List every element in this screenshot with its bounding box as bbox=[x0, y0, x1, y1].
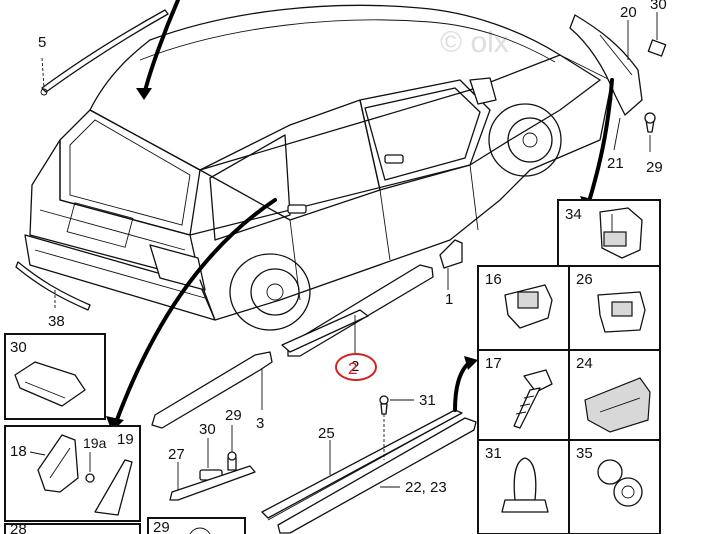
callout-3: 3 bbox=[256, 415, 264, 432]
callout-2: 2 bbox=[351, 358, 359, 375]
arrowhead-icon bbox=[464, 356, 478, 370]
panel-26 bbox=[568, 265, 661, 351]
callout-20: 20 bbox=[620, 4, 637, 21]
callout-arrow-fender bbox=[586, 78, 614, 207]
callout-25: 25 bbox=[318, 425, 335, 442]
panel-30 bbox=[4, 333, 106, 420]
panel-28 bbox=[4, 523, 141, 534]
callout-1: 1 bbox=[445, 291, 453, 308]
panel-label-16: 16 bbox=[485, 271, 502, 288]
panel-18-19 bbox=[4, 425, 141, 522]
highlight-circle bbox=[335, 353, 377, 381]
panel-label-28: 28 bbox=[10, 521, 27, 534]
highlight-2: 2 bbox=[348, 359, 357, 378]
side-moulding-2 bbox=[281, 309, 369, 353]
sill-strip-22-23-25 bbox=[261, 395, 477, 534]
callout-arrow-roof bbox=[142, 0, 180, 97]
panel-label-34: 34 bbox=[565, 206, 582, 223]
callout-arrow-sill bbox=[453, 360, 472, 412]
callout-31-mid: 31 bbox=[419, 392, 436, 409]
callout-30-top: 30 bbox=[650, 0, 667, 13]
panel-34 bbox=[557, 199, 661, 267]
panel-label-35: 35 bbox=[576, 445, 593, 462]
callout-30-mid: 30 bbox=[199, 421, 216, 438]
side-moulding-3 bbox=[151, 351, 273, 429]
front-fender-trim-20-21 bbox=[569, 14, 667, 133]
panel-label-17: 17 bbox=[485, 355, 502, 372]
leader-21 bbox=[613, 117, 621, 151]
callout-27: 27 bbox=[168, 446, 185, 463]
callout-29-right: 29 bbox=[646, 159, 663, 176]
tailgate-strip-38 bbox=[15, 261, 91, 311]
panel-label-26: 26 bbox=[576, 271, 593, 288]
panel-label-30: 30 bbox=[10, 339, 27, 356]
panel-label-19a: 19a bbox=[83, 435, 107, 451]
roof-trim-strip-5 bbox=[40, 9, 169, 96]
leader-18 bbox=[29, 451, 46, 456]
watermark: © olx bbox=[440, 26, 509, 59]
arrowhead-icon bbox=[136, 88, 152, 100]
callout-arrow-rear bbox=[113, 198, 277, 427]
panel-label-19: 19 bbox=[117, 431, 134, 448]
panel-label-31: 31 bbox=[485, 445, 502, 462]
panel-24 bbox=[568, 349, 661, 441]
panel-17 bbox=[477, 349, 570, 441]
callout-21: 21 bbox=[607, 155, 624, 172]
moulding-end-27 bbox=[169, 465, 256, 501]
callout-5: 5 bbox=[38, 34, 46, 51]
callout-29-mid: 29 bbox=[225, 407, 242, 424]
callout-22-23: 22, 23 bbox=[405, 479, 447, 496]
panel-label-24: 24 bbox=[576, 355, 593, 372]
panel-label-29: 29 bbox=[153, 519, 170, 534]
panel-29 bbox=[147, 517, 246, 534]
panel-35 bbox=[568, 439, 661, 534]
panel-16 bbox=[477, 265, 570, 351]
callout-38: 38 bbox=[48, 313, 65, 330]
panel-label-18: 18 bbox=[10, 443, 27, 460]
